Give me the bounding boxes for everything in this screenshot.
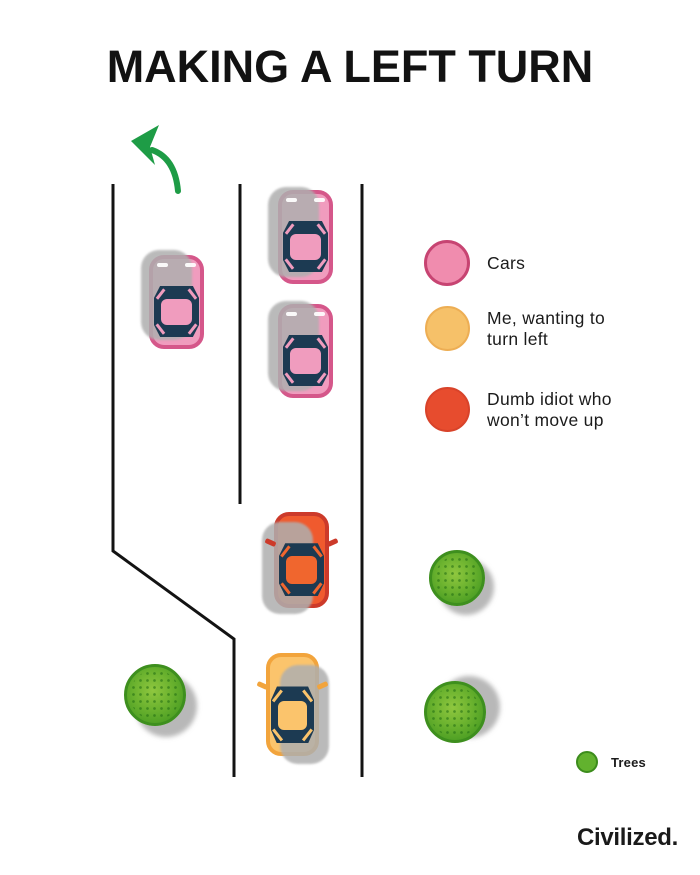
car-glass: [282, 334, 329, 387]
legend-item-trees: Trees: [576, 751, 646, 773]
headlight-icon: [185, 263, 196, 268]
legend-dot-dumb-idiot: [425, 387, 470, 432]
orange-car-me: [256, 653, 329, 756]
headlight-icon: [157, 263, 168, 268]
legend-label: Trees: [611, 754, 646, 770]
car-pillar: [155, 323, 166, 336]
car-pillar: [312, 582, 323, 595]
car-glass: [153, 285, 200, 338]
red-car-dumb-idiot: [264, 512, 339, 608]
legend-item-cars: Cars: [424, 240, 525, 286]
legend-item-me: Me, wanting to turn left: [425, 306, 605, 351]
car-pillar: [302, 689, 313, 702]
car-pillar: [187, 323, 198, 336]
left-turn-arrow-icon: [131, 125, 181, 194]
car-pillar: [316, 372, 327, 385]
side-mirror-icon: [264, 537, 277, 547]
car-roof: [277, 700, 308, 731]
side-mirror-icon: [316, 680, 329, 690]
legend-label: turn left: [487, 328, 549, 349]
headlight-icon: [314, 198, 325, 203]
car-pillar: [302, 728, 313, 742]
tree-icon: [124, 664, 186, 726]
road-edge-left: [111, 184, 236, 777]
car-pillar: [280, 582, 291, 595]
legend-dot-trees: [576, 751, 598, 773]
car-pillar: [272, 689, 283, 702]
tree-icon: [429, 550, 485, 606]
pink-car-queue-2: [278, 304, 333, 398]
car-pillar: [187, 288, 198, 300]
brand-logo: Civilized.: [576, 824, 678, 851]
car-roof: [161, 298, 192, 326]
car-pillar: [316, 258, 327, 271]
car-pillar: [155, 288, 166, 300]
legend-item-dumb-idiot: Dumb idiot who won’t move up: [425, 387, 612, 432]
car-pillar: [284, 258, 295, 271]
legend-label: Me, wanting to: [487, 307, 606, 328]
page-title: MAKING A LEFT TURN: [106, 41, 594, 92]
pink-car-queue-1: [278, 190, 333, 284]
car-pillar: [272, 728, 283, 742]
headlight-icon: [286, 198, 297, 203]
pink-car-left-lane: [149, 255, 204, 349]
car-glass: [278, 543, 325, 597]
car-glass: [270, 686, 315, 744]
car-roof: [290, 347, 321, 375]
legend-label: Dumb idiot who: [487, 388, 612, 409]
legend-dot-me: [425, 306, 470, 351]
headlight-icon: [314, 312, 325, 317]
car-roof: [286, 556, 317, 584]
car-glass: [282, 220, 329, 273]
car-pillar: [284, 337, 295, 349]
legend-label: Cars: [487, 252, 526, 273]
car-pillar: [284, 223, 295, 235]
legend-label: won’t move up: [487, 409, 604, 430]
car-roof: [290, 233, 321, 261]
car-pillar: [316, 337, 327, 349]
tree-icon: [424, 681, 486, 743]
legend-dot-cars: [424, 240, 470, 286]
headlight-icon: [286, 312, 297, 317]
car-pillar: [284, 372, 295, 385]
car-pillar: [316, 223, 327, 235]
